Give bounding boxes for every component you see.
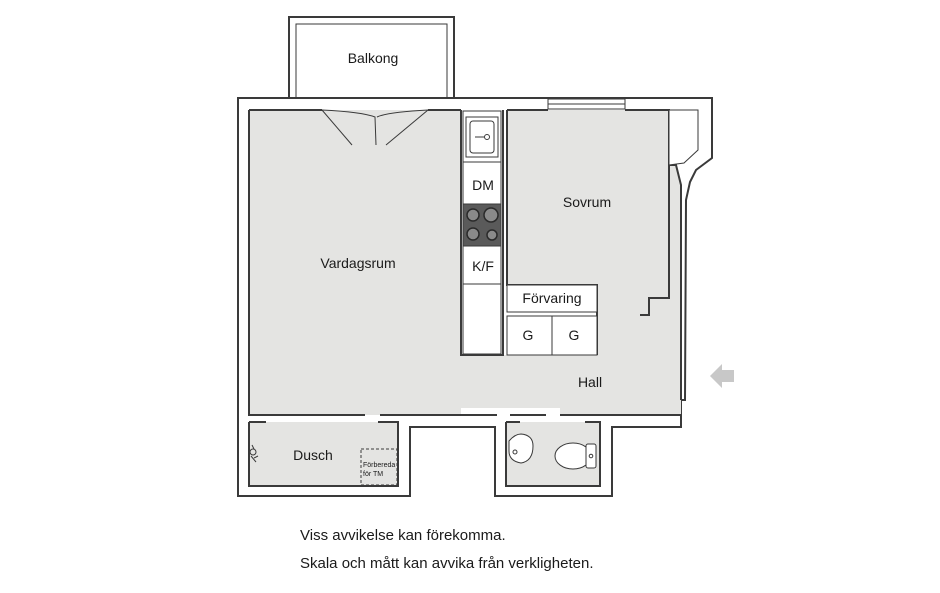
- storage-label: Förvaring: [522, 290, 581, 306]
- wardrobe-left: [506, 315, 553, 356]
- living-room-label: Vardagsrum: [320, 255, 395, 271]
- toilet-icon: [554, 442, 597, 470]
- stove-icon: [462, 203, 502, 247]
- disclaimer-line-2: Skala och mått kan avvika från verklighe…: [300, 555, 594, 572]
- dishwasher-label: DM: [472, 177, 494, 193]
- wardrobe-2-label: G: [569, 327, 580, 343]
- shower-label: Dusch: [293, 447, 333, 463]
- disclaimer-line-1: Viss avvikelse kan förekomma.: [300, 527, 506, 544]
- wardrobe-right: [551, 315, 598, 356]
- hall-label: Hall: [578, 374, 602, 390]
- balcony-door: [321, 109, 429, 146]
- hall-floor: [461, 165, 681, 415]
- sink-icon: [465, 116, 499, 158]
- washer-prep-label-2: för TM: [363, 471, 383, 478]
- washer-prep-box: [360, 448, 398, 486]
- storage-box: [506, 284, 598, 313]
- bay-corner: [668, 109, 699, 166]
- balcony-label: Balkong: [348, 50, 399, 66]
- washbasin-icon: [508, 433, 534, 464]
- floor-plan: Balkong Vardagsrum DM K/F Sovrum Förvari…: [237, 16, 734, 497]
- interior-walls: [248, 109, 682, 496]
- fridge-freezer-label: K/F: [472, 258, 494, 274]
- bedroom-window: [547, 98, 626, 110]
- shower-fixtures: [249, 444, 398, 486]
- washer-prep-label-1: Förbereda: [363, 462, 395, 469]
- bedroom-label: Sovrum: [563, 194, 611, 210]
- entrance-arrow-icon: [710, 364, 734, 388]
- balcony: [288, 16, 455, 98]
- wc-fixtures: [508, 433, 597, 470]
- kitchen-column: [462, 110, 502, 355]
- shower-head-icon: [249, 444, 259, 463]
- wardrobe-1-label: G: [523, 327, 534, 343]
- storage-units: [506, 284, 598, 356]
- shower-floor: [249, 422, 398, 486]
- living-room-floor: [249, 110, 461, 415]
